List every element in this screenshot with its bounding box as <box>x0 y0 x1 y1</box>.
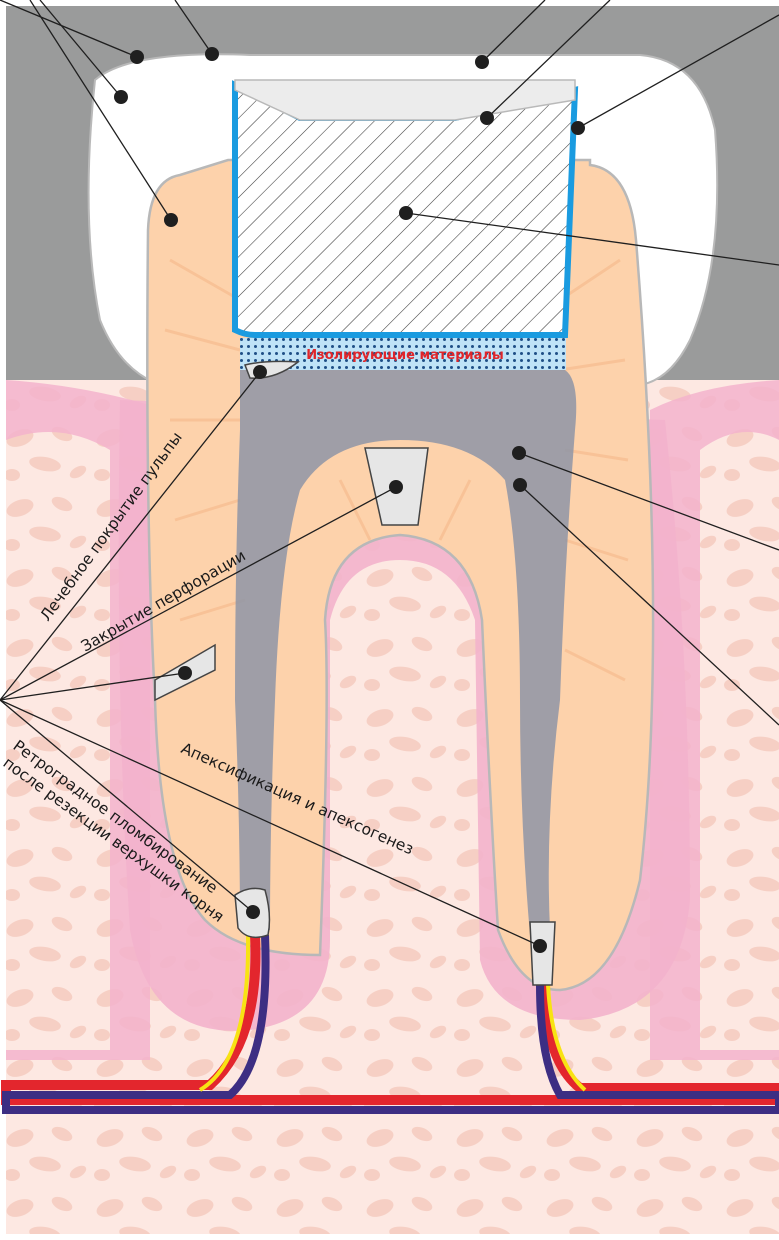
apex-plug <box>530 922 555 985</box>
insulating-materials-label: Изолирующие материалы <box>306 348 503 363</box>
